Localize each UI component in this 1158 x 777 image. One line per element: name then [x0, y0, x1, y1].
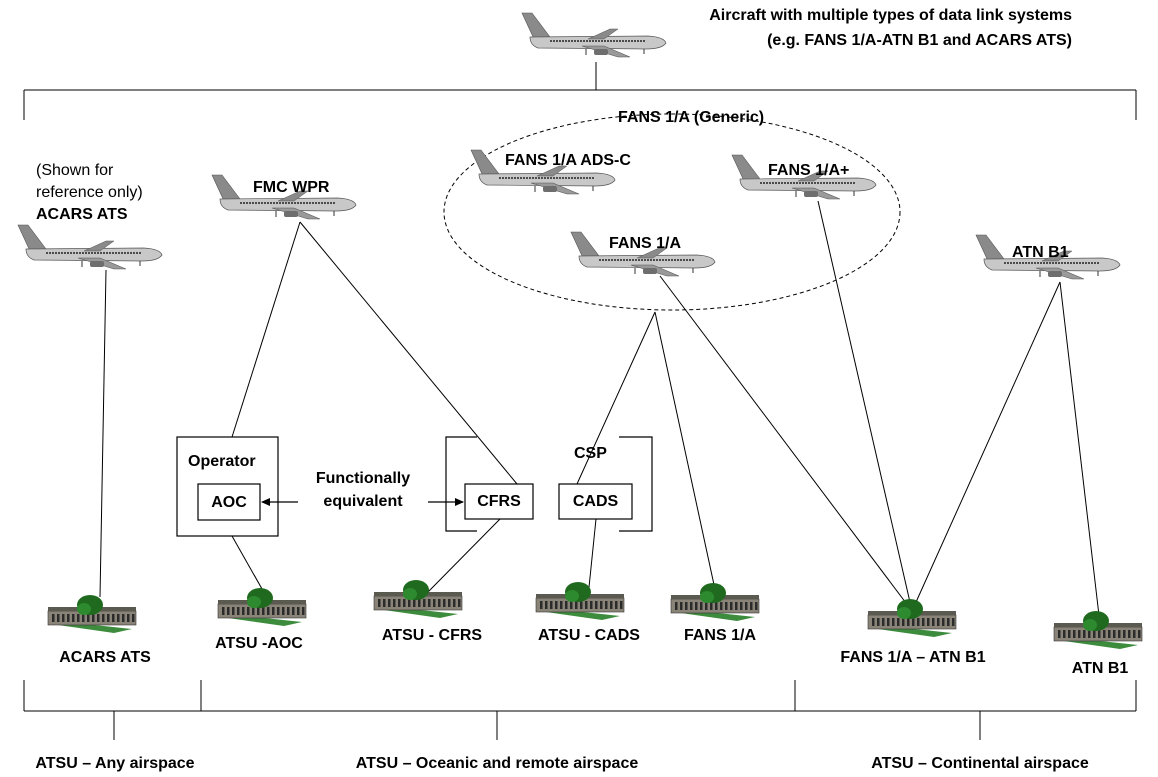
cads-box [558, 483, 633, 520]
ground-atn-label: ATN B1 [1071, 660, 1129, 677]
ground-fans-atn-station-icon [867, 599, 957, 637]
ground-atn-station-icon [1053, 611, 1143, 649]
ground-fans-atn-label: FANS 1/A – ATN B1 [840, 649, 986, 666]
airspace-any-label: ATSU – Any airspace [35, 755, 195, 772]
fans-plus-aircraft-icon [731, 154, 877, 200]
csp-label: CSP [574, 445, 607, 462]
fans-plus-aircraft-label: FANS 1/A+ [768, 162, 850, 179]
link-operator-atsu-aoc [231, 535, 267, 597]
link-fansplus-fans-atn-ground [817, 200, 913, 612]
fans-adsc-aircraft-label: FANS 1/A ADS-C [505, 152, 631, 169]
multi-system-aircraft-icon [521, 12, 667, 58]
link-atn-fans-atn-ground [911, 281, 1061, 612]
operator-label: Operator [188, 453, 256, 470]
arrow-to-cfrs-head [455, 498, 464, 506]
link-generic-fans-ground [654, 311, 717, 595]
arrow-to-aoc-head [261, 498, 270, 506]
cfrs-box [464, 483, 534, 520]
acars-reference-note-line1: (Shown for [36, 162, 114, 179]
airspace-oceanic-label: ATSU – Oceanic and remote airspace [355, 755, 639, 772]
airspace-continental-label: ATSU – Continental airspace [871, 755, 1089, 772]
ground-fans-label: FANS 1/A [683, 627, 756, 644]
link-cfrs-atsu-cfrs [427, 518, 501, 593]
link-fmc-cfrs [299, 221, 518, 485]
multi-system-aircraft-label-line2: (e.g. FANS 1/A-ATN B1 and ACARS ATS) [767, 32, 1072, 49]
atn-aircraft-label: ATN B1 [1012, 244, 1069, 261]
acars-aircraft-icon [17, 224, 163, 270]
link-fans-fans-atn-ground [659, 275, 913, 612]
fans-generic-group-label: FANS 1/A (Generic) [618, 109, 765, 126]
ground-atsu-cads-station-icon [535, 582, 625, 620]
cads-label: CADS [572, 493, 619, 510]
csp-box-right [619, 436, 653, 532]
csp-box-left [445, 436, 477, 532]
ground-atsu-cads-label: ATSU - CADS [538, 627, 640, 644]
fmc-wpr-aircraft-label: FMC WPR [253, 179, 330, 196]
aoc-box [197, 483, 261, 521]
acars-aircraft-label: ACARS ATS [36, 206, 128, 223]
ground-acars-ats-label: ACARS ATS [59, 649, 151, 666]
aoc-label: AOC [211, 494, 247, 511]
ground-atsu-cfrs-station-icon [373, 580, 463, 618]
functionally-equivalent-line1: Functionally [315, 470, 411, 487]
acars-reference-note-line2: reference only) [36, 184, 143, 201]
cfrs-label: CFRS [477, 493, 521, 510]
ground-acars-ats-station-icon [47, 595, 137, 633]
fans-aircraft-label: FANS 1/A [609, 235, 682, 252]
link-fmc-operator [231, 221, 301, 438]
functionally-equivalent-line2: equivalent [323, 493, 403, 510]
ground-atsu-cfrs-label: ATSU - CFRS [381, 627, 483, 644]
ground-atsu-aoc-station-icon [217, 588, 307, 626]
fmc-wpr-aircraft-icon [211, 174, 357, 220]
ground-fans-station-icon [670, 583, 760, 621]
fans-aircraft-icon [570, 231, 716, 277]
fans-generic-group-outline [443, 113, 901, 311]
link-generic-cads [576, 311, 656, 485]
link-cads-atsu-cads [587, 518, 597, 598]
ground-atsu-aoc-label: ATSU -AOC [215, 635, 303, 652]
atn-aircraft-icon [975, 234, 1121, 280]
link-atn-atn-ground [1059, 281, 1101, 625]
multi-system-aircraft-label-line1: Aircraft with multiple types of data lin… [709, 7, 1072, 24]
link-acars-aircraft-ground [99, 269, 107, 598]
fans-adsc-aircraft-icon [470, 149, 616, 195]
